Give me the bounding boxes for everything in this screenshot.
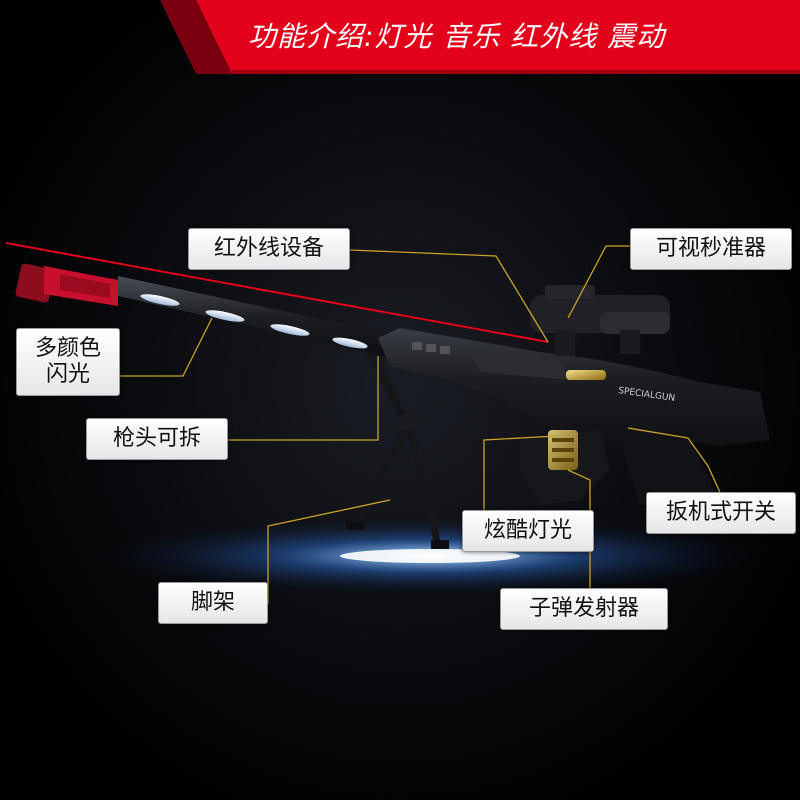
callout-multicolor-flash-line-1: 多颜色 bbox=[34, 335, 101, 361]
callout-trigger-switch: 扳机式开关 bbox=[646, 492, 796, 534]
floor-glow-core bbox=[340, 549, 520, 563]
callout-removable-muzzle-text: 枪头可拆 bbox=[112, 425, 201, 451]
banner-dark-slant bbox=[160, 0, 232, 74]
callout-infrared-device-text: 红外线设备 bbox=[213, 235, 324, 261]
callout-bipod: 脚架 bbox=[158, 582, 268, 624]
callout-infrared-device: 红外线设备 bbox=[188, 228, 350, 270]
callout-multicolor-flash-line-2: 闪光 bbox=[45, 362, 90, 387]
banner-background bbox=[196, 0, 800, 74]
leader-multicolor bbox=[120, 317, 213, 377]
callout-removable-muzzle: 枪头可拆 bbox=[86, 418, 228, 460]
leader-muzzle bbox=[228, 356, 379, 441]
leader-bipod bbox=[267, 499, 391, 604]
bipod-graphic bbox=[346, 348, 449, 549]
callout-bullet-launcher: 子弹发射器 bbox=[500, 588, 668, 630]
callout-bullet-launcher-text: 子弹发射器 bbox=[528, 595, 639, 621]
barrel-graphic bbox=[15, 263, 400, 360]
laser-beam bbox=[5, 242, 549, 343]
callout-trigger-switch-text: 扳机式开关 bbox=[665, 499, 776, 525]
leader-lights bbox=[483, 435, 557, 523]
callout-cool-lights-text: 炫酷灯光 bbox=[483, 517, 572, 543]
callout-visual-scope-text: 可视秒准器 bbox=[655, 235, 766, 261]
callout-visual-scope: 可视秒准器 bbox=[630, 228, 792, 270]
callout-multicolor-flash: 多颜色 闪光 bbox=[16, 328, 120, 396]
banner-title: 功能介绍:灯光 音乐 红外线 震动 bbox=[248, 20, 666, 53]
leader-scope bbox=[567, 245, 630, 319]
banner-underline bbox=[232, 70, 800, 74]
callout-cool-lights: 炫酷灯光 bbox=[462, 510, 594, 552]
callout-bipod-text: 脚架 bbox=[190, 589, 235, 615]
leader-infrared bbox=[349, 249, 549, 343]
gun-body-graphic: SPECIALGUN bbox=[378, 285, 770, 505]
